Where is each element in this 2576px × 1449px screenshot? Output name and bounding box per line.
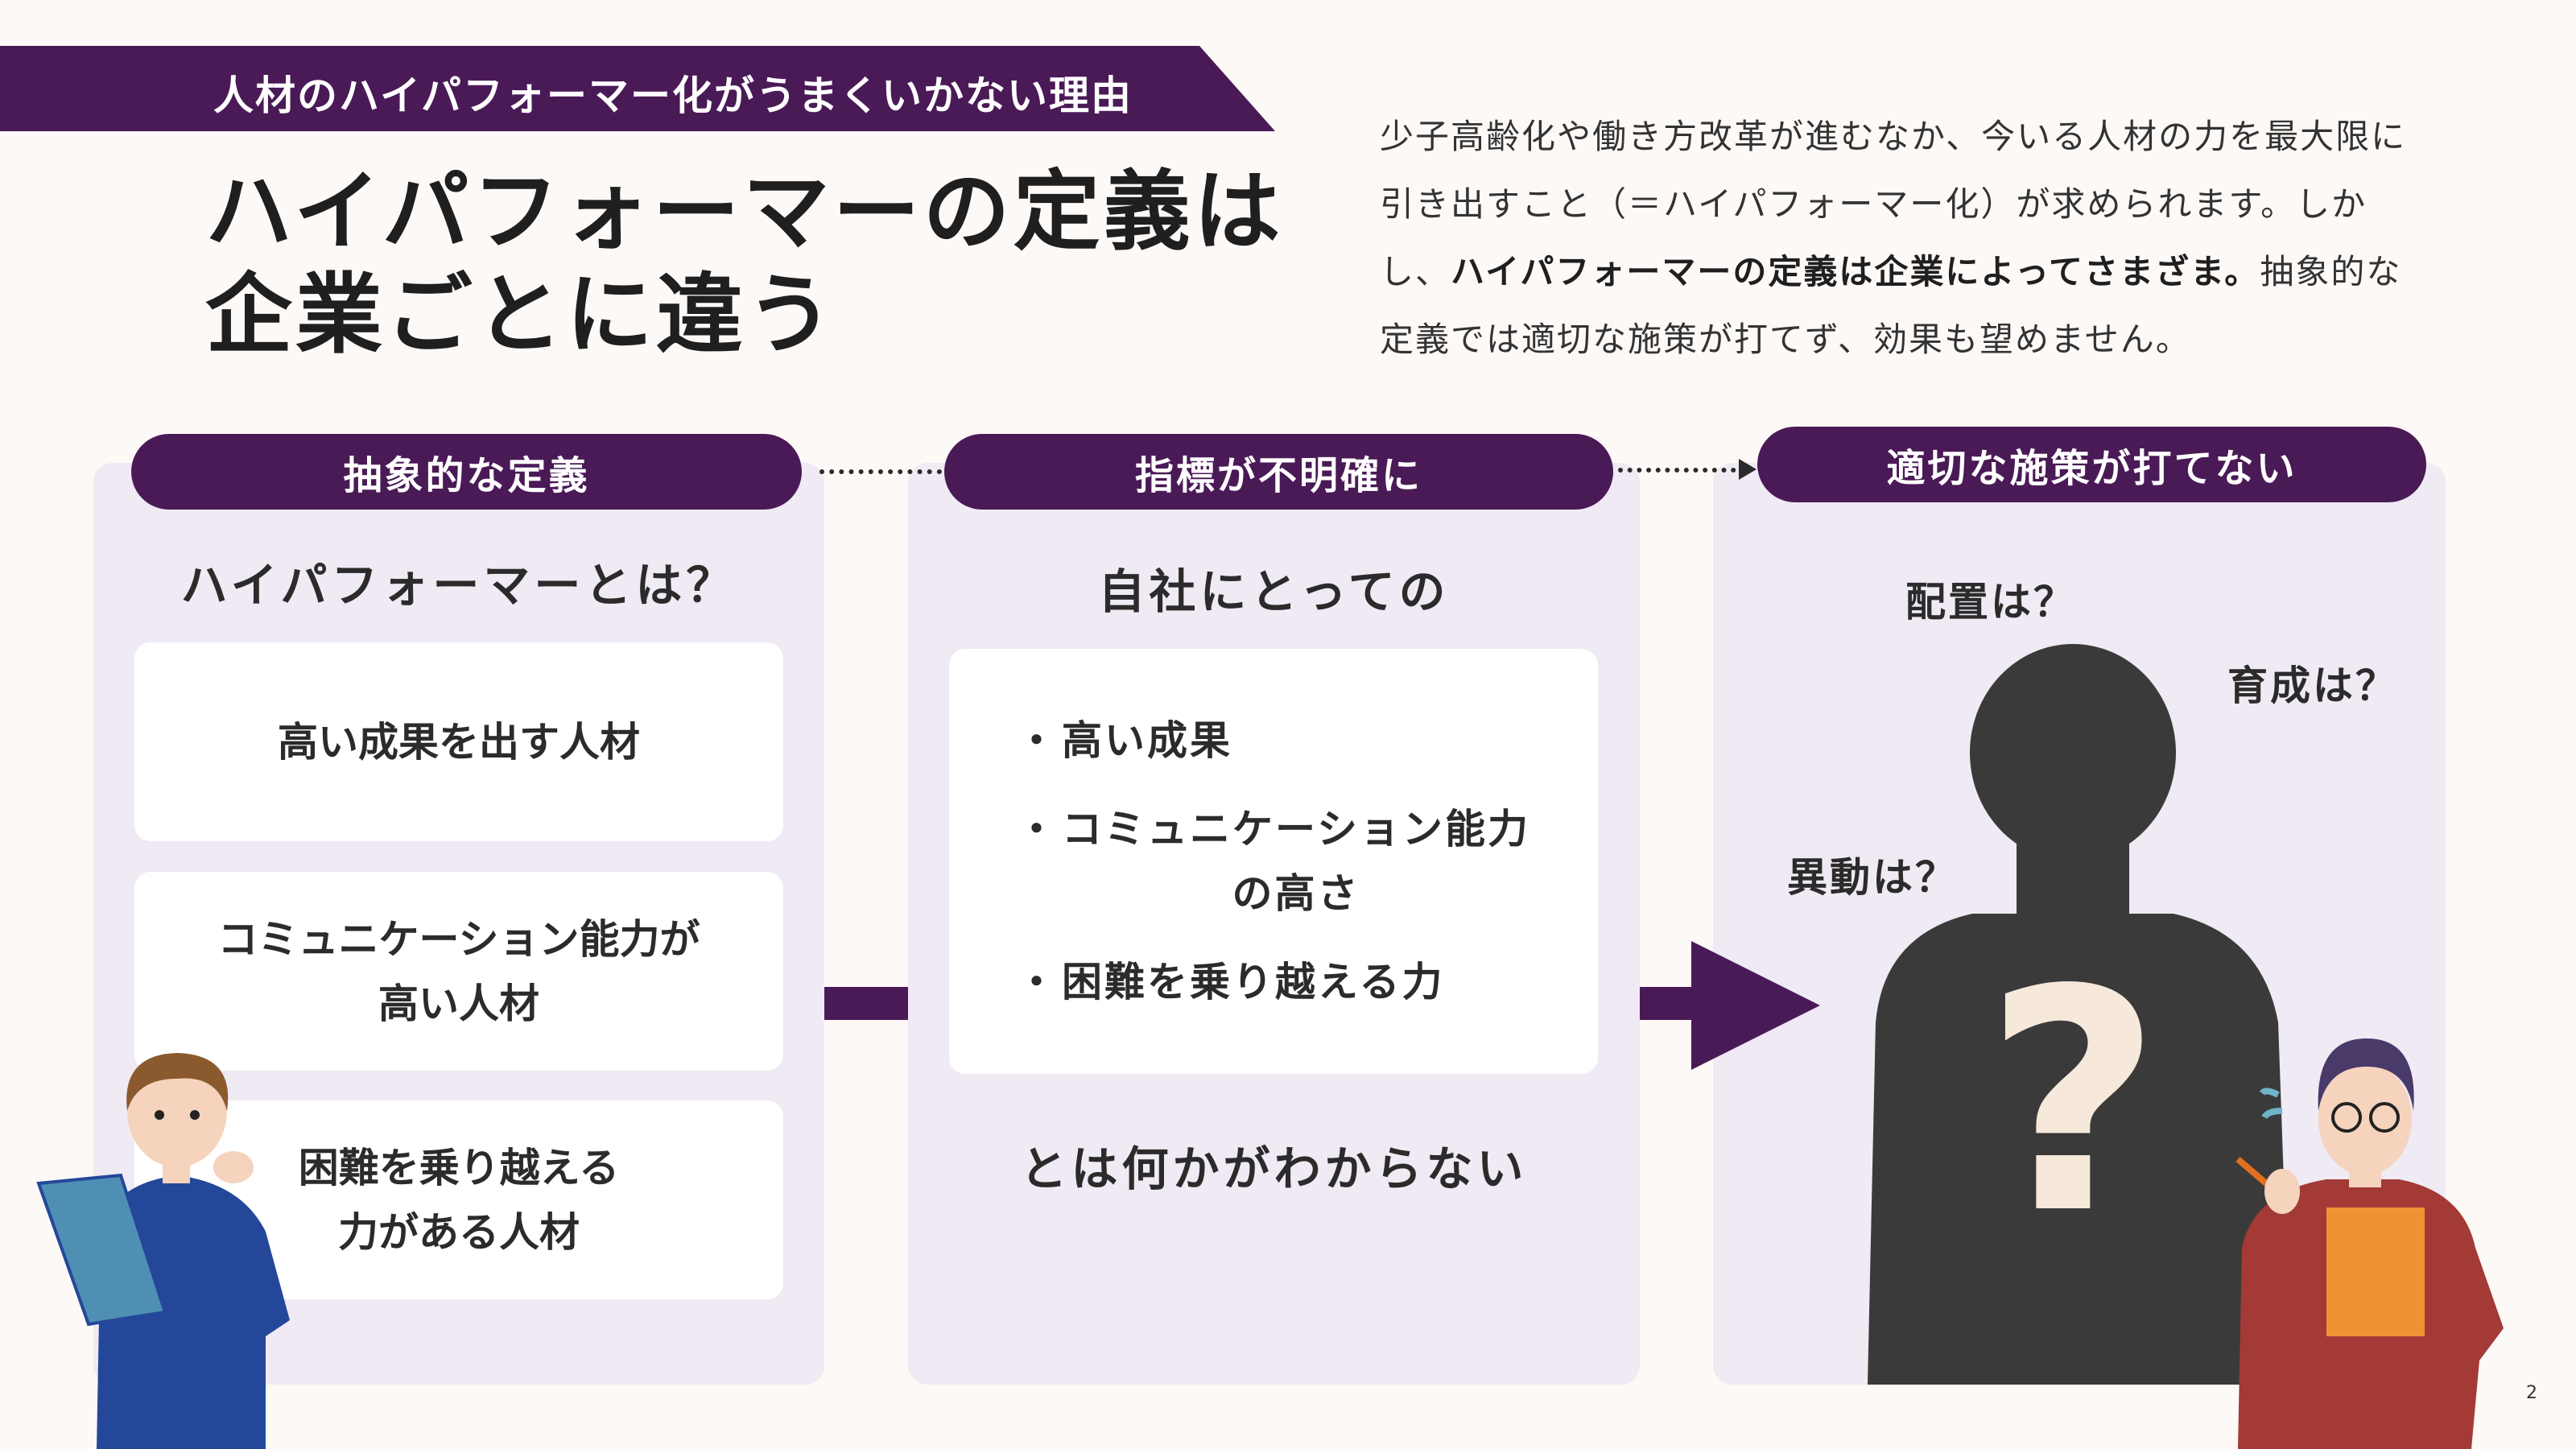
definition-card: コミュニケーション能力が高い人材 — [134, 872, 783, 1071]
card-text: 力がある人材 — [338, 1208, 580, 1256]
step-label-1: 抽象的な定義 — [131, 434, 802, 510]
title-line-1: ハイパフォーマーの定義は — [205, 162, 1284, 262]
definition-card: 高い成果を出す人材 — [134, 642, 783, 841]
step-label-3: 適切な施策が打てない — [1757, 427, 2426, 502]
column-heading: ハイパフォーマーとは？ — [180, 558, 737, 613]
question-transfer: 異動は？ — [1787, 854, 1958, 901]
question-development: 育成は？ — [2227, 663, 2398, 709]
intro-line: 引き出すこと（＝ハイパフォーマー化）が求められます。しか — [1380, 184, 2368, 224]
card-text: 困難を乗り越える — [298, 1144, 620, 1191]
bullet-icon: ・ — [1016, 717, 1059, 764]
bullet-icon: ・ — [1016, 959, 1059, 1005]
column-heading: 自社にとっての — [1098, 564, 1450, 619]
woman-with-notepad-illustration — [2235, 1038, 2504, 1449]
bullet-text-line: の高さ — [1232, 870, 1360, 917]
card-text: コミュニケーション能力が — [217, 915, 700, 963]
bullet-icon: ・ — [1016, 806, 1059, 852]
bullet-text: 困難を乗り越える力 — [1062, 959, 1445, 1005]
step-label-2: 指標が不明確に — [944, 434, 1613, 510]
bullet-item: ・困難を乗り越える力 — [1013, 950, 1445, 1014]
connector-bar — [824, 987, 908, 1020]
bullet-item: ・高い成果 — [1013, 708, 1232, 773]
banner-text: 人材のハイパフォーマー化がうまくいかない理由 — [213, 72, 1133, 119]
bullet-text: コミュニケーション能力の高さ — [1062, 797, 1530, 926]
question-mark: ? — [1984, 924, 2162, 1281]
man-with-clipboard-illustration — [36, 1053, 290, 1449]
metrics-card: ・高い成果 ・コミュニケーション能力の高さ ・困難を乗り越える力 — [949, 649, 1598, 1074]
dotted-connector — [1618, 468, 1745, 473]
title-line-2: 企業ごとに違う — [205, 265, 837, 365]
card-text: 高い成果を出す人材 — [278, 718, 640, 766]
question-placement: 配置は？ — [1905, 579, 2076, 625]
arrowhead-icon — [1739, 459, 1757, 480]
intro-text: し、 — [1380, 252, 1451, 291]
connector-bar — [1640, 987, 1693, 1020]
intro-paragraph: 少子高齢化や働き方改革が進むなか、今いる人材の力を最大限に 引き出すこと（＝ハイ… — [1380, 103, 2507, 374]
intro-text: 抽象的な — [2260, 252, 2402, 291]
bullet-text-line: コミュニケーション能力 — [1062, 806, 1530, 852]
person-silhouette-icon — [1868, 644, 2291, 1385]
card-text: 高い人材 — [378, 980, 539, 1027]
intro-line: 定義では適切な施策が打てず、効果も望めません。 — [1380, 320, 2191, 359]
bullet-item: ・コミュニケーション能力の高さ — [1013, 797, 1530, 926]
intro-line: 少子高齢化や働き方改革が進むなか、今いる人材の力を最大限に — [1380, 117, 2407, 156]
dotted-connector — [819, 469, 942, 474]
intro-emphasis: ハイパフォーマーの定義は企業によってさまざま。 — [1451, 252, 2260, 291]
page-number: 2 — [2526, 1383, 2537, 1403]
column-footer: とは何かがわからない — [1020, 1141, 1528, 1196]
bullet-text: 高い成果 — [1062, 717, 1232, 764]
intro-line: し、ハイパフォーマーの定義は企業によってさまざま。抽象的な — [1380, 238, 2507, 306]
page-title: ハイパフォーマーの定義は 企業ごとに違う — [205, 161, 1284, 367]
right-arrow-icon — [1691, 941, 1820, 1070]
section-banner: 人材のハイパフォーマー化がうまくいかない理由 — [0, 46, 1275, 131]
